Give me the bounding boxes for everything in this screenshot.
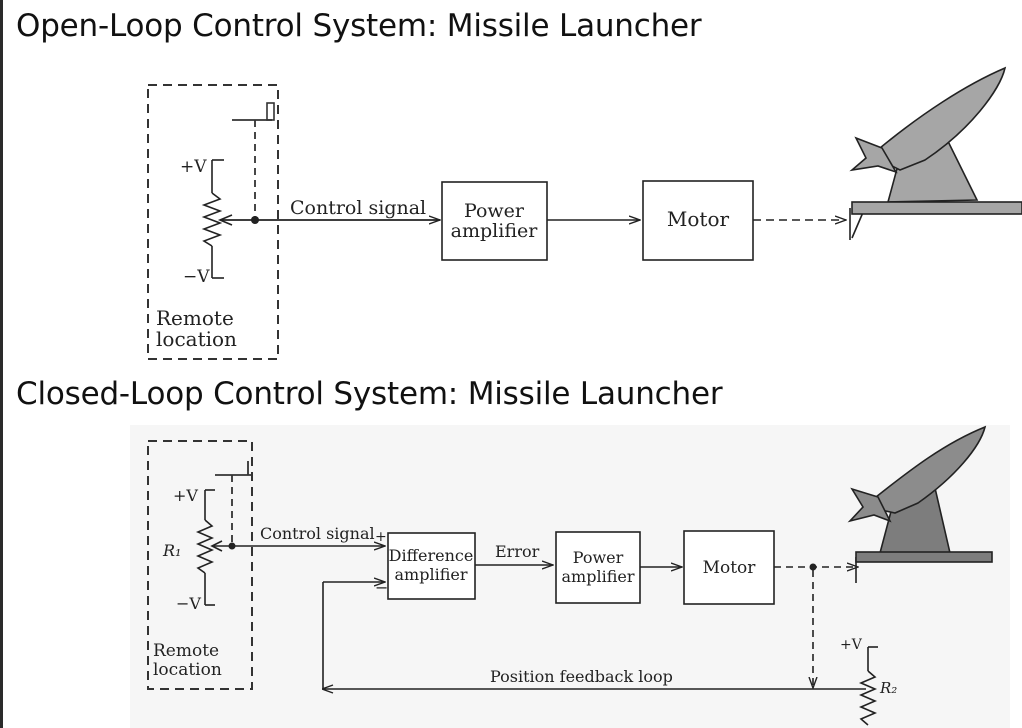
power-amplifier-label-line2: amplifier: [451, 220, 539, 242]
shaft-junction-dot: [809, 563, 817, 571]
difference-amplifier-block: [387, 532, 476, 600]
potentiometer-icon: [201, 159, 233, 279]
motor-label: Motor: [703, 558, 757, 578]
missile-launcher-icon: [849, 66, 1022, 240]
motor-block: [683, 530, 775, 605]
feedback-loop-label: Position feedback loop: [490, 667, 673, 686]
difference-amplifier-label-line1: Difference: [389, 546, 474, 565]
remote-location-label-line2: location: [156, 327, 237, 351]
power-amplifier-label-line2: amplifier: [562, 567, 635, 586]
remote-location-box: [147, 84, 279, 360]
potentiometer-r1-icon: [195, 489, 223, 606]
pot-plus-v-label: +V: [173, 486, 198, 505]
power-amplifier-block: [555, 531, 641, 604]
remote-location-label-line2: location: [153, 660, 222, 680]
pot-minus-v-label: −V: [183, 267, 210, 287]
open-loop-diagram: +V −V Remote location Control signal Pow…: [147, 66, 1022, 360]
missile-launcher-icon: [847, 425, 993, 583]
error-label: Error: [495, 542, 540, 561]
remote-location-label-line1: Remote: [153, 641, 219, 661]
junction-dot: [251, 216, 259, 224]
pot-plus-v-label: +V: [180, 157, 207, 177]
junction-dot: [228, 542, 236, 550]
potentiometer-r2-icon: [858, 646, 878, 726]
minus-sign: −: [375, 578, 388, 597]
closed-loop-title: Closed-Loop Control System: Missile Laun…: [16, 376, 723, 412]
r2-plus-v-label: +V: [840, 637, 863, 653]
power-amplifier-label-line1: Power: [573, 548, 624, 567]
r2-label: R₂: [879, 679, 897, 697]
joystick-icon: [215, 461, 252, 545]
difference-amplifier-label-line2: amplifier: [395, 565, 468, 584]
joystick-icon: [232, 102, 275, 220]
left-border: [0, 0, 3, 728]
open-loop-title: Open-Loop Control System: Missile Launch…: [16, 8, 702, 44]
motor-block: [642, 180, 754, 261]
motor-label: Motor: [667, 207, 730, 231]
power-amplifier-block: [441, 181, 548, 261]
plus-sign: +: [375, 529, 387, 545]
remote-location-label-line1: Remote: [156, 306, 234, 330]
closed-loop-diagram: +V −V R₁ Remote location Control signal …: [130, 425, 1010, 728]
control-signal-label: Control signal: [290, 197, 426, 219]
remote-location-box: [147, 440, 253, 690]
control-signal-label: Control signal: [260, 524, 375, 543]
pot-minus-v-label: −V: [176, 594, 201, 613]
power-amplifier-label-line1: Power: [464, 200, 525, 222]
r1-label: R₁: [162, 541, 181, 560]
